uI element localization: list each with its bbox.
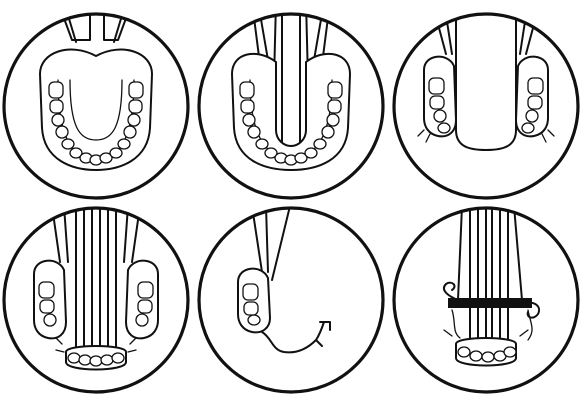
fixation-bar [448,298,532,308]
lateral-arch-segment-left [418,57,456,142]
panel-1 [4,2,188,198]
full-dental-arch [40,50,152,170]
retractor-instrument [458,206,522,352]
fixation-wire [262,322,330,352]
panel-5 [199,206,383,392]
panel-6 [394,206,578,392]
panel-3 [394,2,578,198]
panel-frame [199,208,383,392]
anterior-arch-segment [56,338,136,370]
lateral-arch-segment-right [126,261,158,339]
lateral-arch-segment-right [516,57,554,142]
lateral-arch-segment-left [34,261,66,339]
retractor-instrument [58,2,132,42]
single-arch-segment [238,269,270,333]
panel-2 [199,2,383,198]
panel-4 [4,206,188,392]
